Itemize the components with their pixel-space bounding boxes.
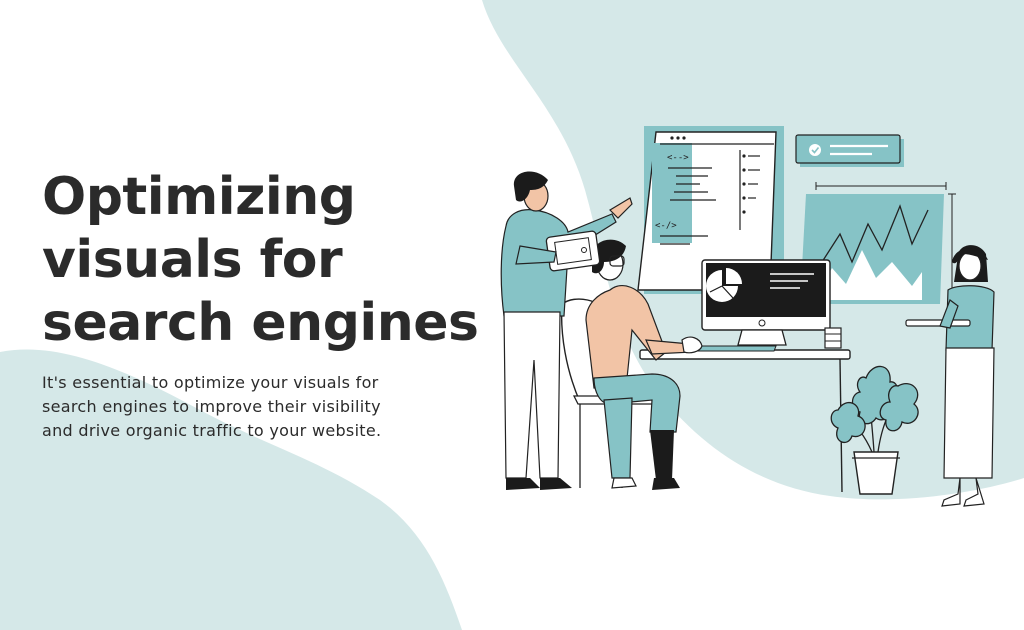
standing-man: [500, 171, 633, 490]
page-subtitle: It's essential to optimize your visuals …: [42, 371, 482, 443]
page-title: Optimizing visuals for search engines: [42, 166, 479, 355]
line-chart-panel: [800, 182, 956, 305]
check-notification-card: [795, 134, 904, 167]
seated-man: [585, 239, 703, 490]
title-line: visuals for: [42, 230, 343, 290]
title-line: Optimizing: [42, 167, 356, 227]
code-tag-close: <-/>: [655, 221, 677, 231]
check-circle-icon: [809, 144, 821, 156]
subtitle-line: and drive organic traffic to your websit…: [42, 421, 382, 440]
subtitle-line: search engines to improve their visibili…: [42, 397, 381, 416]
tray-tablet: [905, 319, 971, 327]
potted-plant: [830, 365, 919, 495]
code-tag-open: <-->: [667, 153, 689, 163]
title-line: search engines: [42, 293, 479, 353]
subtitle-line: It's essential to optimize your visuals …: [42, 373, 379, 392]
left-blob: [0, 349, 462, 630]
monitor: [701, 259, 831, 346]
coffee-cup: [824, 327, 842, 349]
standing-woman: [905, 245, 995, 507]
